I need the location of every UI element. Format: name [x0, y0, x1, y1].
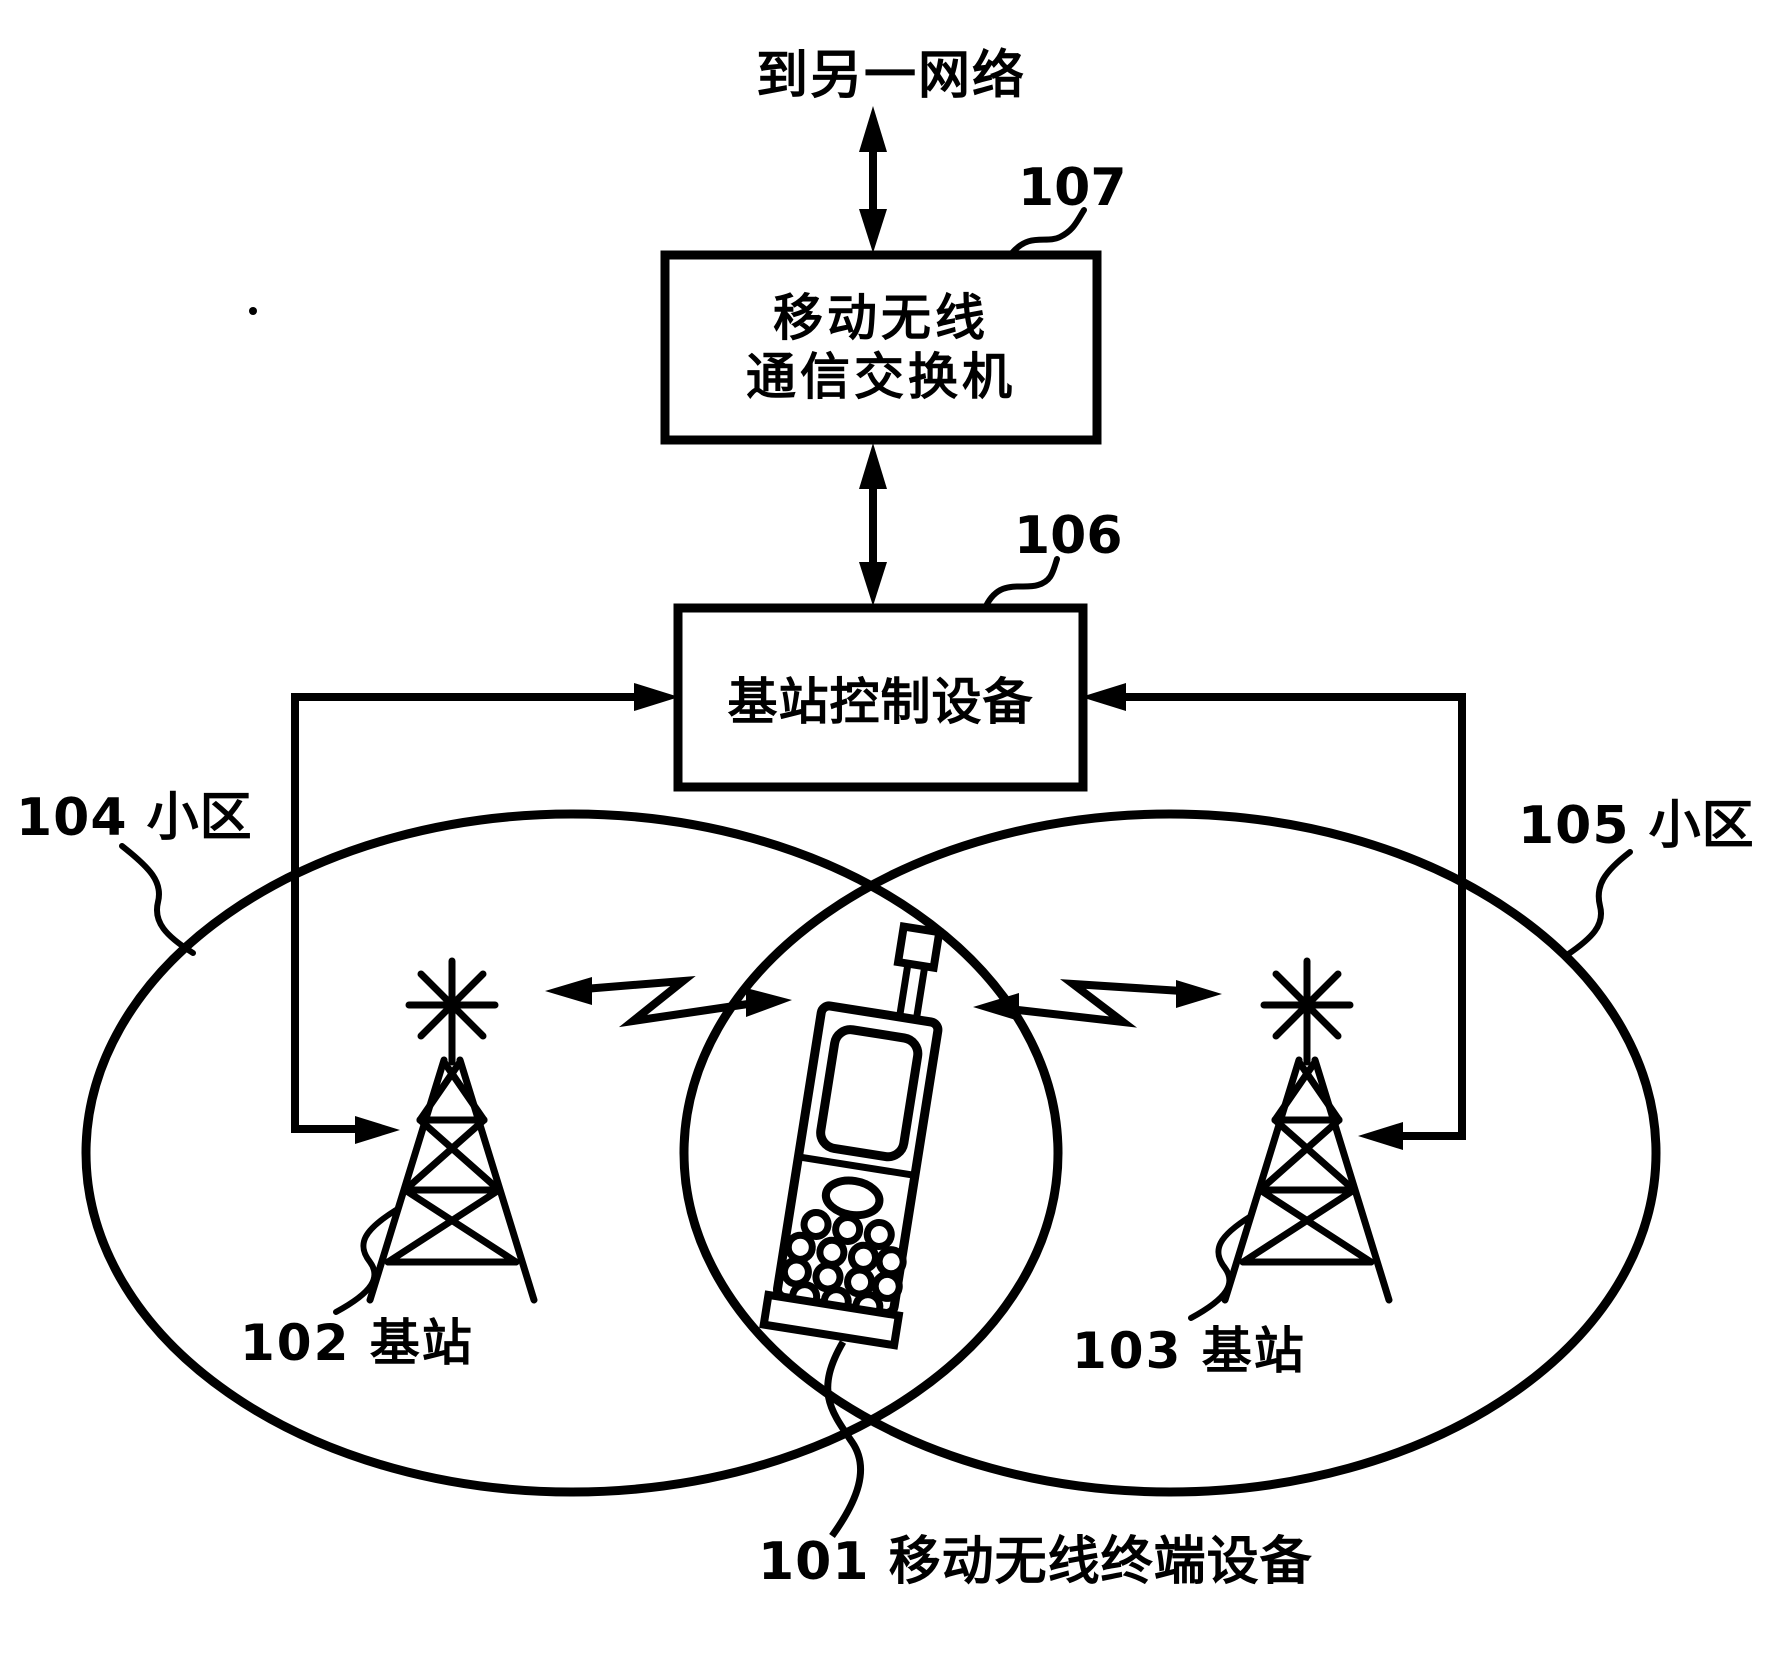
base-station-102-icon [366, 957, 538, 1304]
switch-box-label: 移动无线 通信交换机 [665, 255, 1097, 440]
controller-box-label: 基站控制设备 [678, 608, 1083, 787]
phone-antenna-tip [893, 921, 944, 973]
antenna-star-icon [405, 957, 499, 1066]
arrowhead-toward-bs102 [545, 977, 592, 1005]
controller-box [673, 603, 1088, 792]
phone-hinge [799, 1153, 914, 1179]
cell-ellipse-104 [81, 809, 1063, 1497]
arrowhead-toward-phone-right [973, 993, 1019, 1021]
stray-ink-dot [249, 307, 257, 315]
network-switch-arrow [859, 106, 887, 253]
leader-104 [119, 843, 196, 956]
mobile-phone-icon [759, 921, 944, 1539]
phone-screen [816, 1025, 923, 1162]
phone-base [759, 1290, 904, 1350]
controller-bs103-link [1081, 683, 1466, 1150]
phone-keypad [780, 1208, 907, 1323]
cell-coverage-areas [81, 809, 1661, 1497]
leader-106 [983, 556, 1060, 609]
base-station-103-icon [1221, 957, 1393, 1304]
controller-bs102-link [291, 683, 679, 1144]
leader-105 [1564, 849, 1633, 958]
radio-link-phone-bs103 [973, 979, 1222, 1028]
lattice-tower-icon [366, 1056, 538, 1304]
arrowhead-toward-phone-left [746, 988, 792, 1017]
cell-104-label: 104 小区 [16, 788, 253, 848]
reference-leaders [119, 207, 1633, 1321]
arrowhead-into-controller-right [1081, 683, 1126, 711]
switch-box-label-line2: 通信交换机 [746, 347, 1016, 406]
arrowhead-into-controller-left [634, 683, 679, 711]
switch-box [660, 250, 1102, 445]
base-station-102-label: 102 基站 [240, 1314, 474, 1372]
arrowhead-toward-bs103 [1176, 980, 1222, 1008]
cell-105-label: 105 小区 [1518, 796, 1755, 856]
ref-106: 106 [1014, 506, 1123, 566]
ref-107: 107 [1018, 158, 1127, 218]
antenna-star-icon [1260, 957, 1354, 1066]
to-other-network-label: 到另一网络 [756, 46, 1027, 106]
leader-103 [1188, 1213, 1254, 1321]
terminal-leader-line [824, 1340, 865, 1539]
arrowhead-into-bs103 [1358, 1122, 1403, 1150]
switch-box-label-line1: 移动无线 [773, 288, 989, 347]
controller-box-label-text: 基站控制设备 [727, 672, 1034, 731]
switch-controller-arrow [859, 443, 887, 606]
cell-ellipse-105 [679, 809, 1661, 1497]
mobile-terminal-label: 101 移动无线终端设备 [758, 1532, 1313, 1592]
leader-107 [1009, 207, 1087, 256]
base-station-103-label: 103 基站 [1072, 1322, 1306, 1380]
leader-102 [333, 1207, 399, 1315]
radio-link-phone-bs102 [545, 975, 792, 1028]
lattice-tower-icon [1221, 1056, 1393, 1304]
arrowhead-into-bs102 [355, 1116, 400, 1144]
